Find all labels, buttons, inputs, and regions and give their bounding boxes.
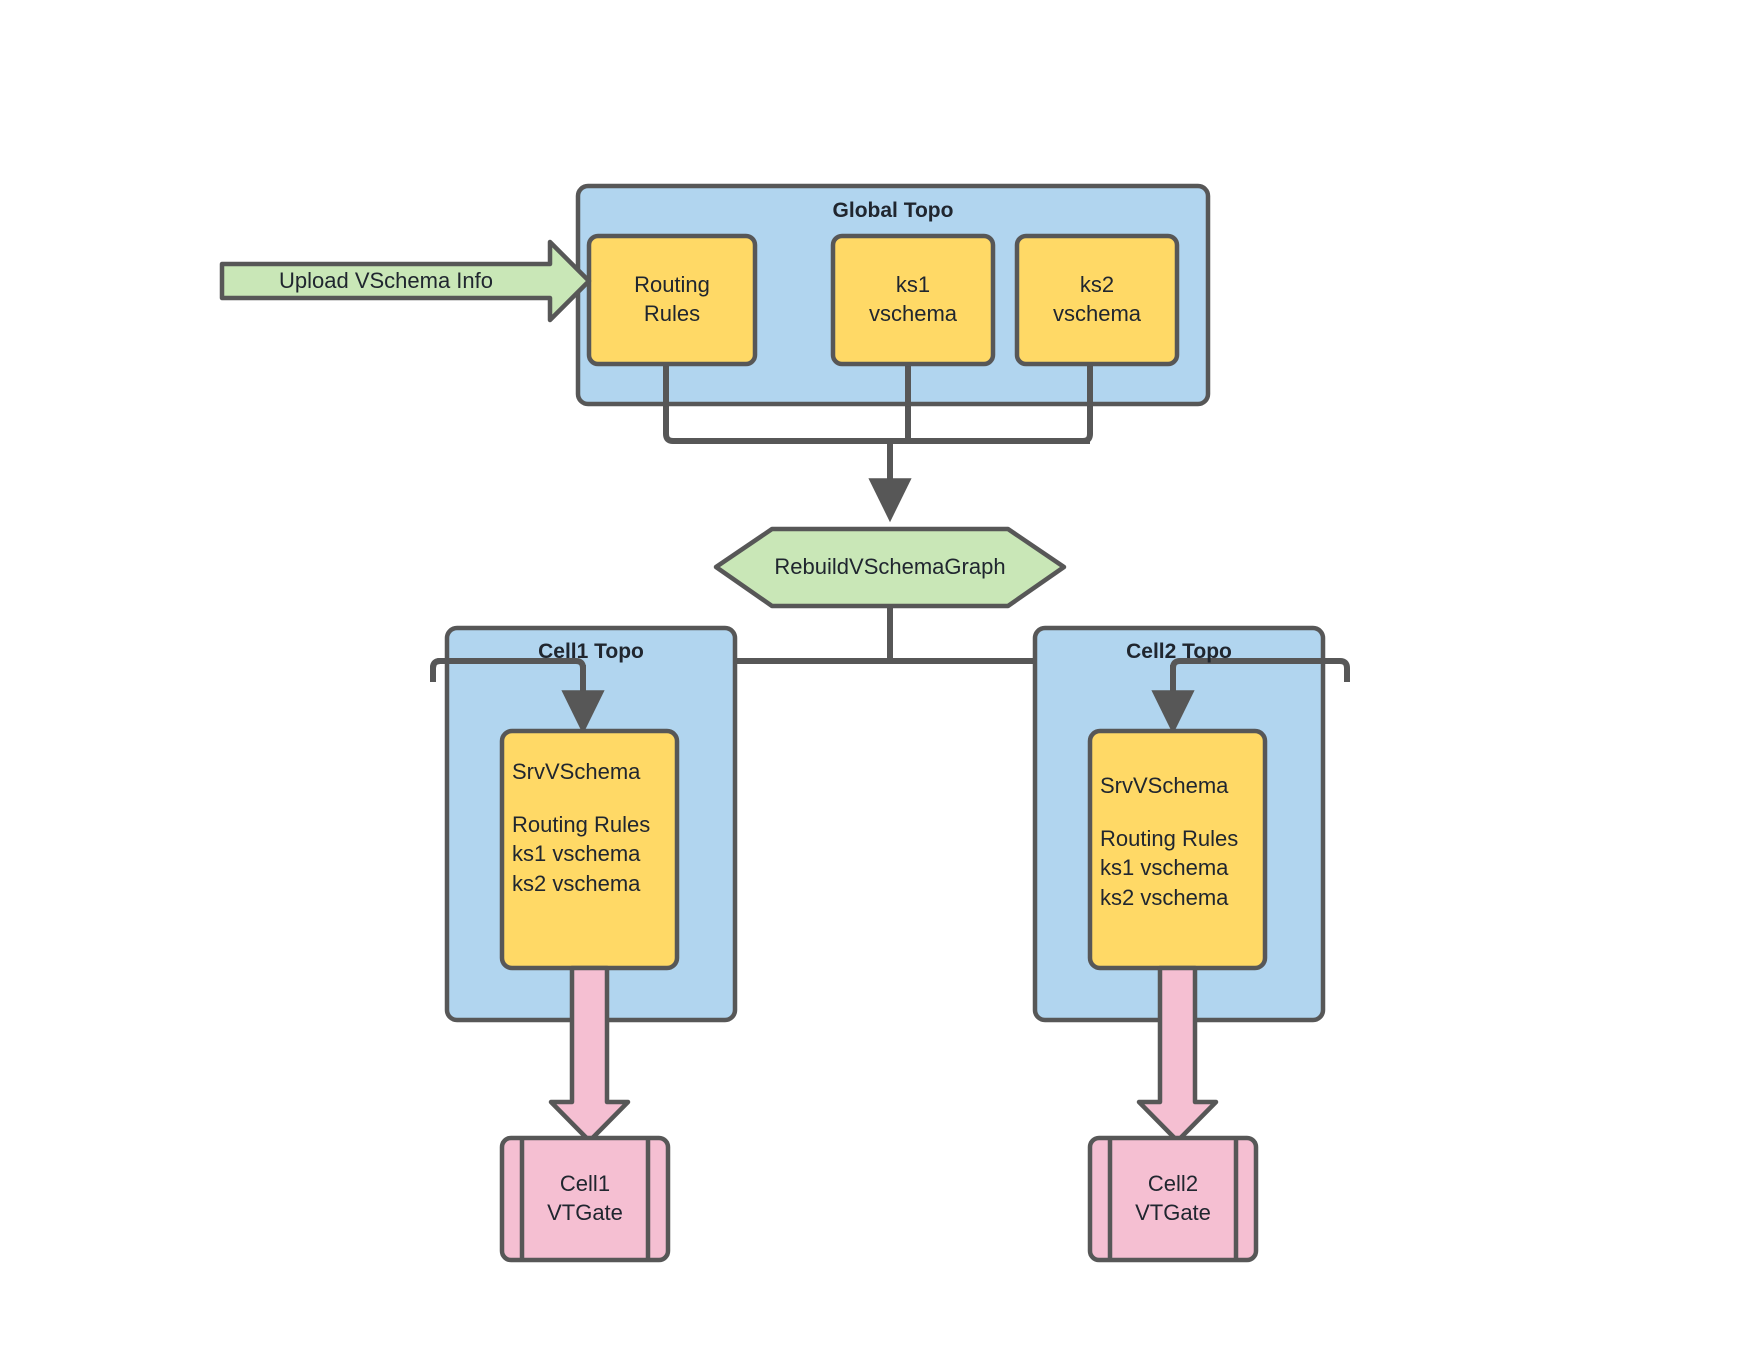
- cell2-vtgate-block-arrow: [1136, 965, 1219, 1144]
- ks2-vschema-node[interactable]: [1014, 233, 1180, 367]
- block-arrow-down-icon-cell2: [1136, 965, 1219, 1144]
- cell1-inbound-arrow: [440, 658, 605, 735]
- cell1-vtgate-body: [499, 1135, 671, 1263]
- block-arrow-right-icon: [219, 239, 592, 323]
- cell2-inbound-arrow: [1151, 658, 1340, 735]
- cell-inbound-arrows: [430, 658, 441, 682]
- cell2-srvvschema-node[interactable]: [1087, 728, 1268, 971]
- routing-rules-node[interactable]: [586, 233, 758, 367]
- connector-routing-rules: [663, 363, 884, 444]
- connector-cell2-elbow: [1339, 658, 1350, 682]
- global-topo-inner-stems: [663, 363, 1093, 404]
- cell2-vtgate-body: [1087, 1135, 1259, 1263]
- block-arrow-down-icon-cell1: [548, 965, 631, 1144]
- cell1-vtgate-node[interactable]: [499, 1135, 671, 1263]
- upload-vschema-block-arrow[interactable]: [219, 239, 592, 323]
- cell1-srvvschema-node[interactable]: [499, 728, 680, 971]
- cell2-vtgate-node[interactable]: [1087, 1135, 1259, 1263]
- rebuild-vschema-graph-hexagon[interactable]: [713, 526, 1067, 609]
- hexagon-process-icon: [713, 526, 1067, 609]
- cell1-vtgate-block-arrow: [548, 965, 631, 1144]
- ks1-vschema-node[interactable]: [830, 233, 996, 367]
